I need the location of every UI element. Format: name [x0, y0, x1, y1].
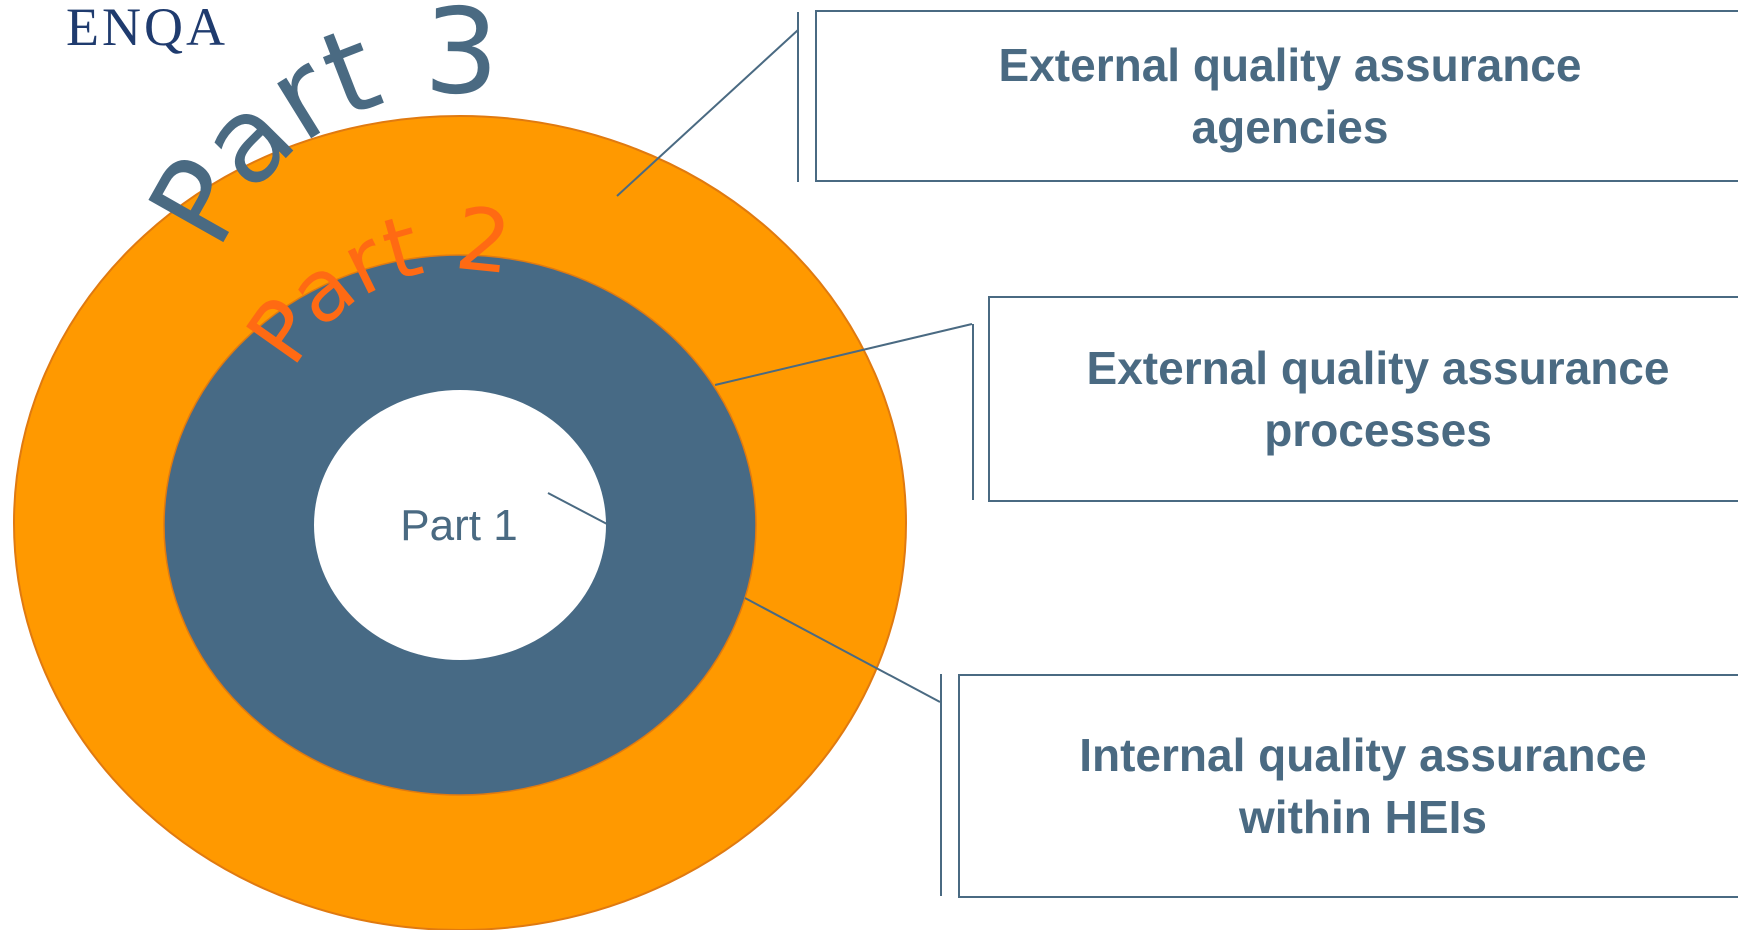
- connector-processes: [714, 323, 973, 386]
- box-external-qa-agencies: External quality assurance agencies: [815, 10, 1738, 182]
- bracket-agencies: [797, 12, 799, 182]
- box-internal-qa-heis: Internal quality assurance within HEIs: [958, 674, 1738, 898]
- bracket-processes: [972, 324, 974, 500]
- box-agencies-line2: agencies: [1191, 101, 1389, 153]
- bracket-internal: [940, 674, 942, 896]
- box-agencies-line1: External quality assurance: [998, 39, 1582, 91]
- connector-internal: [547, 492, 608, 525]
- enqa-logo: ENQA: [66, 0, 228, 57]
- connector-agencies: [616, 29, 799, 197]
- inner-circle-part-1: [314, 390, 606, 660]
- box-internal-line2: within HEIs: [1239, 791, 1487, 843]
- box-processes-line2: processes: [1264, 404, 1492, 456]
- connector-internal-outer: [744, 597, 941, 703]
- box-internal-line1: Internal quality assurance: [1079, 729, 1647, 781]
- box-processes-line1: External quality assurance: [1086, 342, 1670, 394]
- part-1-label: Part 1: [400, 501, 517, 550]
- box-external-qa-processes: External quality assurance processes: [988, 296, 1738, 502]
